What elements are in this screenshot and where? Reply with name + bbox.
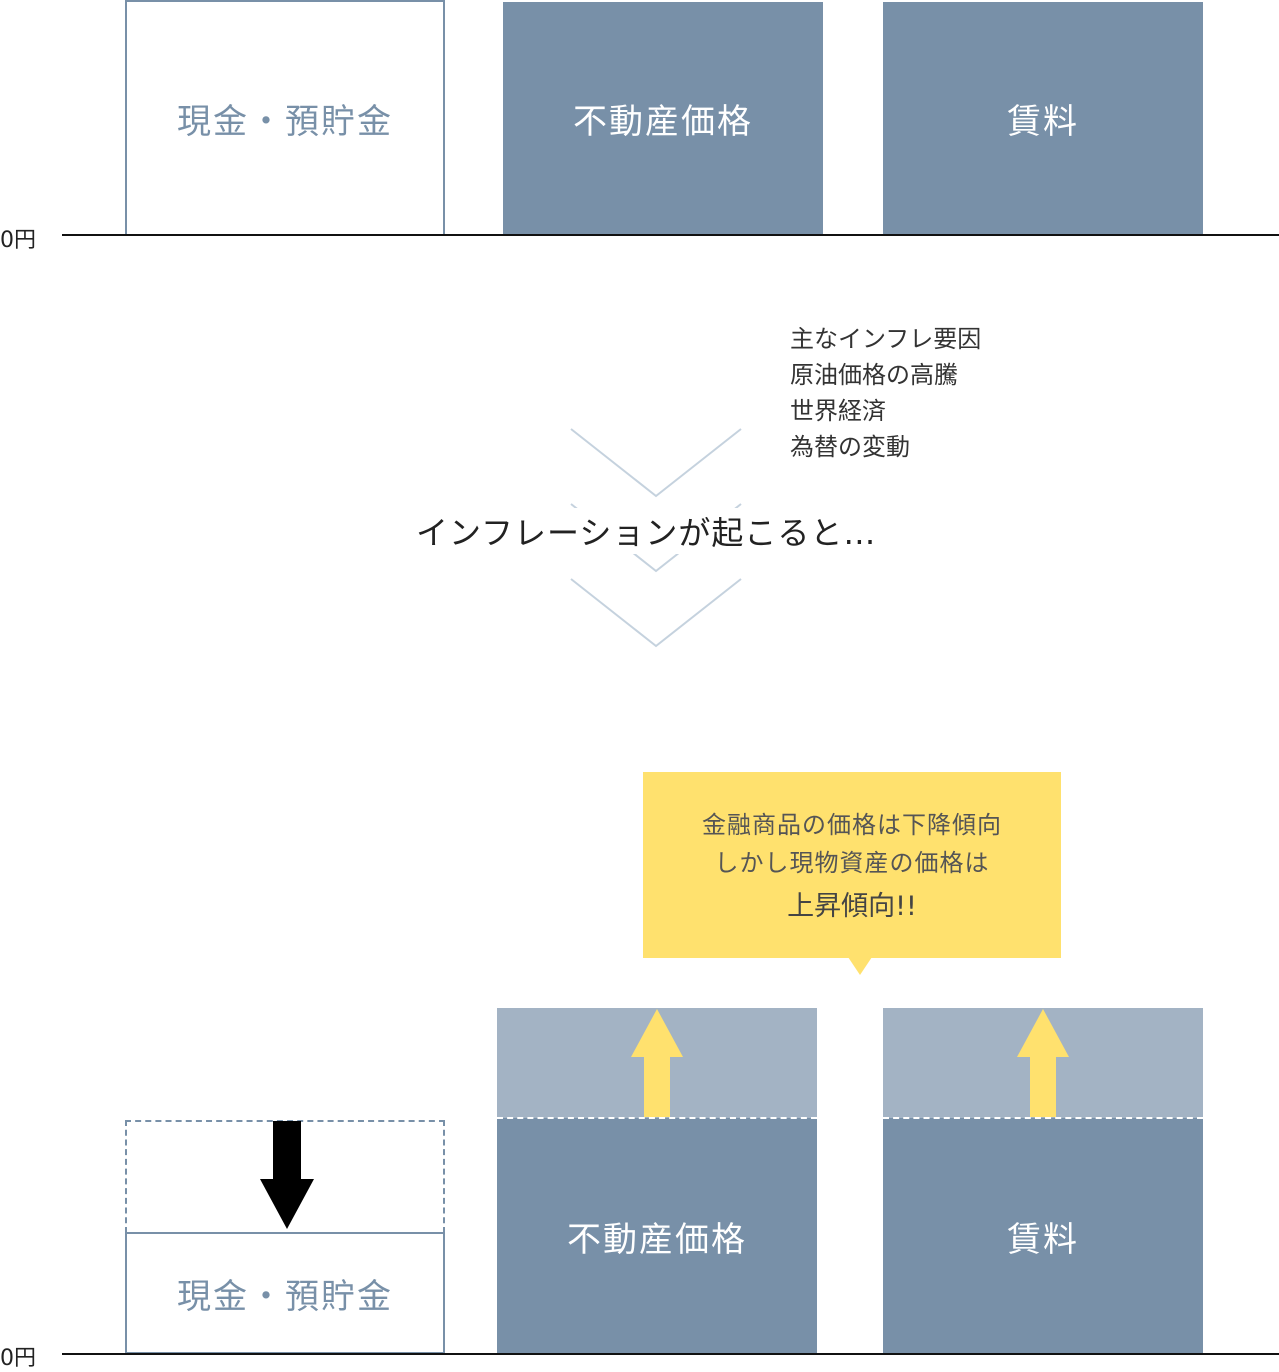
factors-heading: 主なインフレ要因 [790,325,982,353]
callout-line: 金融商品の価格は下降傾向 [702,811,1002,839]
rent-label-before: 賃料 [1007,102,1079,142]
zero-label-top: 0円 [0,228,36,253]
property-label-before: 不動産価格 [573,102,753,142]
zero-label-bottom: 0円 [0,1346,36,1371]
cash-label-after: 現金・預貯金 [177,1276,393,1317]
transition-label: インフレーションが起こると… [412,508,881,554]
callout-box: 金融商品の価格は下降傾向 しかし現物資産の価格は 上昇傾向!! [643,772,1061,958]
factor-item: 原油価格の高騰 [790,361,958,389]
property-box-before: 不動産価格 [503,2,823,235]
property-label-after: 不動産価格 [567,1219,747,1260]
factor-item: 為替の変動 [790,433,910,461]
property-previous-level [497,1117,817,1119]
callout-pointer [848,957,872,975]
factor-item: 世界経済 [790,397,886,425]
property-box-after: 不動産価格 [497,1118,817,1354]
arrow-up-icon [1017,1009,1069,1117]
baseline-bottom [62,1353,1279,1355]
cash-box-before: 現金・預貯金 [125,0,445,236]
inflation-factors: 主なインフレ要因 原油価格の高騰 世界経済 為替の変動 [790,321,1090,465]
rent-previous-level [883,1117,1203,1119]
arrow-down-icon [260,1121,314,1229]
callout-line: しかし現物資産の価格は [714,849,990,877]
rent-label-after: 賃料 [1007,1219,1079,1260]
arrow-up-icon [631,1009,683,1117]
rent-box-after: 賃料 [883,1118,1203,1354]
cash-label-before: 現金・預貯金 [177,101,393,142]
rent-box-before: 賃料 [883,2,1203,235]
cash-box-after: 現金・預貯金 [125,1232,445,1354]
callout-emphasis: 上昇傾向!! [787,891,917,922]
baseline-top [62,234,1279,236]
